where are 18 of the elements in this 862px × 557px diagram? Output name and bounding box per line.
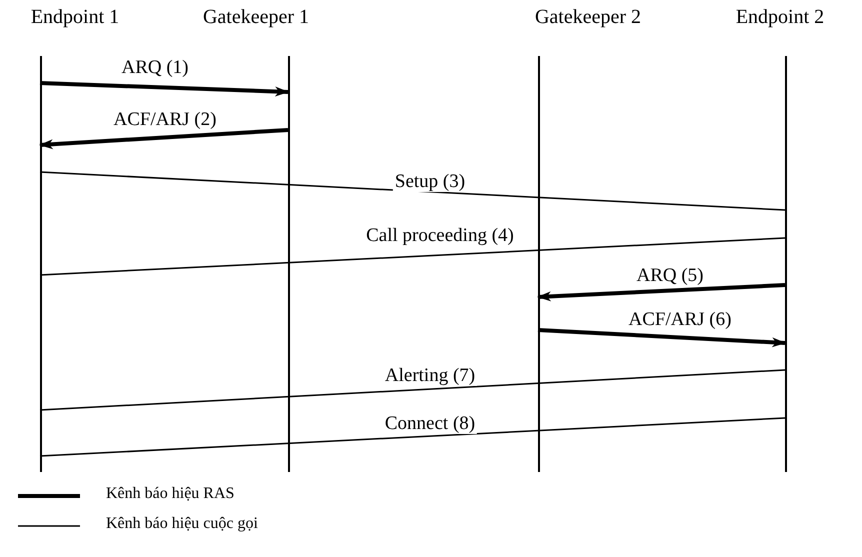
edge-label: Connect (8) [382, 414, 478, 434]
message-arrow [537, 283, 786, 302]
message-arrow [39, 128, 288, 150]
participant-label: Endpoint 2 [734, 6, 826, 29]
edge-label: ACF/ARJ (6) [626, 310, 734, 330]
edge-label: ARQ (5) [634, 266, 706, 286]
participant-label: Gatekeeper 1 [202, 6, 310, 29]
edge-label: Alerting (7) [382, 366, 478, 386]
edge-label: ARQ (1) [119, 58, 191, 78]
edge-label: Call proceeding (4) [364, 226, 516, 246]
participant-label: Endpoint 1 [30, 6, 120, 29]
legend-text: Kênh báo hiệu cuộc gọi [106, 515, 258, 533]
message-arrow [538, 328, 786, 348]
edge-label: Setup (3) [392, 172, 468, 192]
message-arrow [40, 81, 289, 97]
legend-text: Kênh báo hiệu RAS [106, 485, 234, 503]
participant-label: Gatekeeper 2 [534, 6, 642, 29]
edge-label: ACF/ARJ (2) [112, 110, 218, 130]
